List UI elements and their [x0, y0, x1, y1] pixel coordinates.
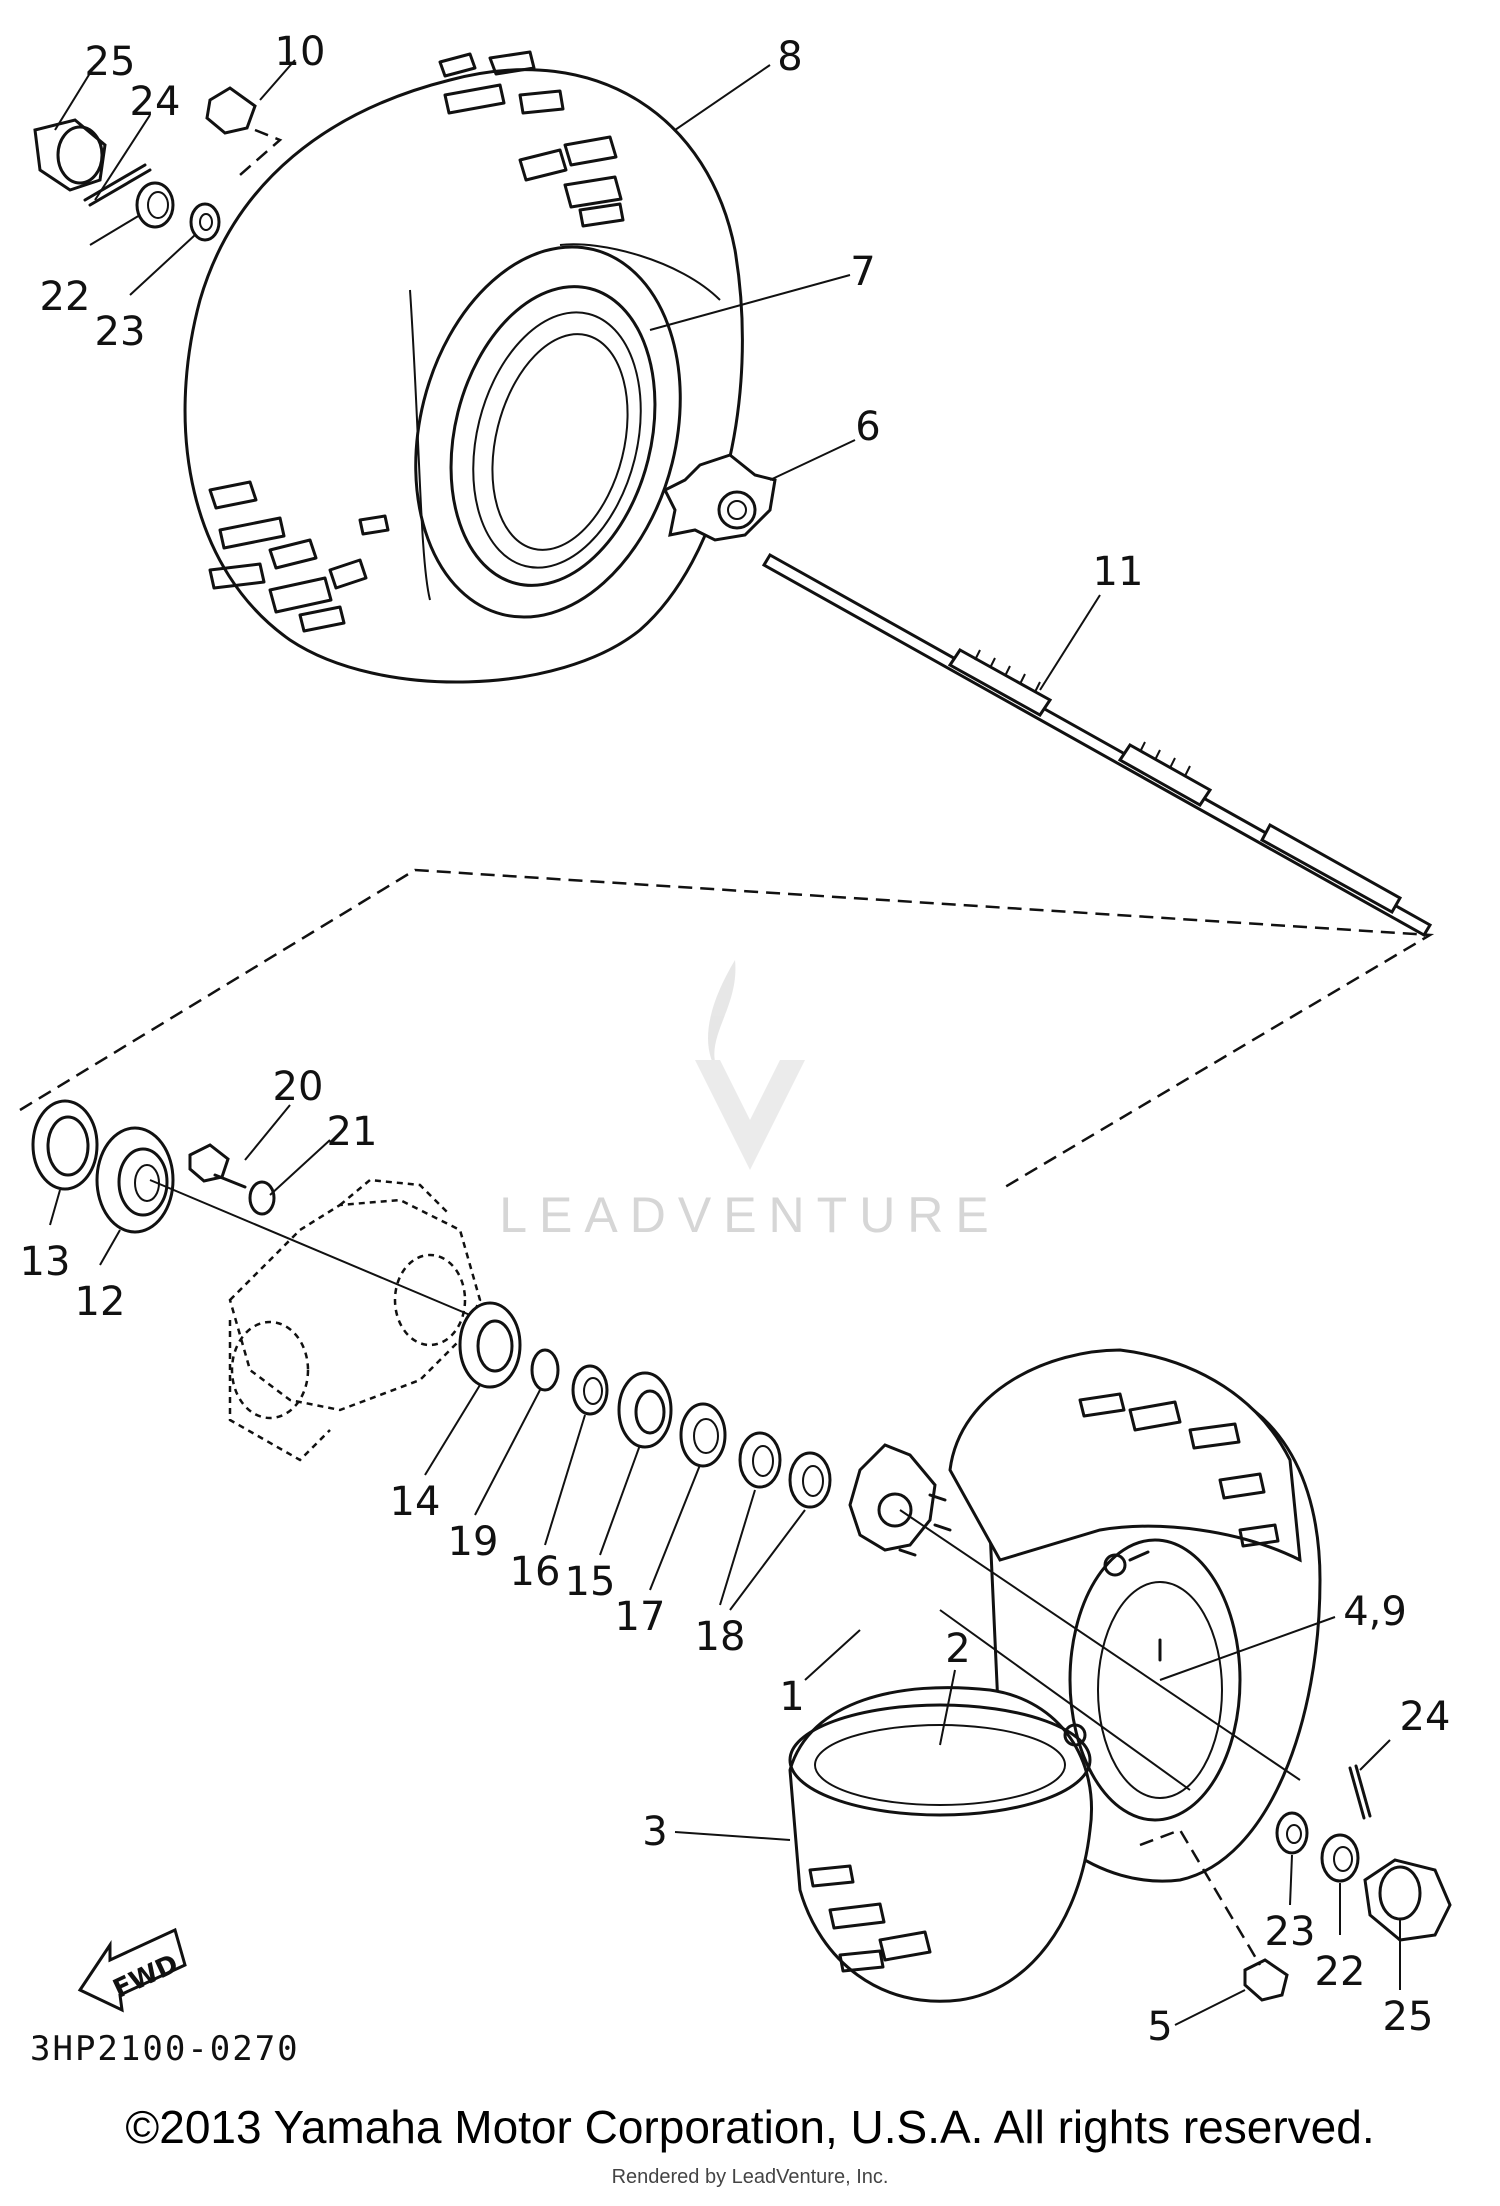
tread-pattern-upper — [208, 50, 625, 633]
hub-1 — [848, 1443, 952, 1557]
callout-7: 7 — [850, 249, 875, 295]
axle-11 — [761, 552, 1433, 938]
callout-17: 17 — [615, 1594, 666, 1640]
leader-lines — [49, 59, 1401, 2026]
tire-upper-8 — [183, 50, 744, 684]
axle-housing-phantom — [228, 1178, 482, 1462]
callout-15: 15 — [565, 1559, 616, 1605]
callout-11: 11 — [1093, 549, 1144, 595]
nut-22-lower — [1320, 1833, 1360, 1883]
washer-21 — [248, 1180, 276, 1216]
bolt-10 — [205, 86, 257, 135]
cotter-pin-24-upper — [83, 163, 152, 207]
callout-1: 1 — [779, 1674, 804, 1720]
callout-8: 8 — [777, 34, 802, 80]
callout-19: 19 — [448, 1519, 499, 1565]
bolt-20 — [188, 1143, 247, 1189]
callout-20: 20 — [273, 1064, 324, 1110]
collars-18 — [738, 1431, 832, 1509]
axis-line-wheel-2 — [939, 1609, 1191, 1791]
callout-24-upper: 24 — [130, 79, 181, 125]
callout-6: 6 — [855, 404, 880, 450]
leadventure-watermark-logo — [695, 960, 805, 1170]
spacer-16 — [571, 1364, 609, 1416]
axis-line-wheel — [899, 1509, 1301, 1781]
callout-23-upper: 23 — [95, 309, 146, 355]
callout-5: 5 — [1147, 2004, 1172, 2050]
rendered-by-credit: Rendered by LeadVenture, Inc. — [611, 2166, 889, 2188]
copyright-notice: ©2013 Yamaha Motor Corporation, U.S.A. A… — [125, 2101, 1375, 2153]
washer-23-upper — [189, 202, 221, 242]
washer-23-lower — [1275, 1811, 1309, 1855]
o-ring-19 — [530, 1348, 560, 1392]
callout-2: 2 — [945, 1626, 970, 1672]
cotter-pin-24-lower — [1348, 1764, 1372, 1820]
bolt-5 — [1243, 1958, 1289, 2002]
callout-16: 16 — [510, 1549, 561, 1595]
axle-nut-25-upper — [33, 118, 107, 192]
callout-21: 21 — [327, 1109, 378, 1155]
wheel-rim-2-and-tire-3 — [788, 1348, 1322, 2003]
hub-6 — [662, 453, 777, 542]
leader-10 — [239, 128, 283, 176]
callout-14: 14 — [390, 1479, 441, 1525]
bearing-14 — [458, 1301, 522, 1389]
callout-24-lower: 24 — [1400, 1694, 1451, 1740]
callout-22-upper: 22 — [40, 274, 91, 320]
fwd-arrow-icon — [77, 1927, 187, 2013]
callout-25-upper: 25 — [85, 39, 136, 85]
callout-labels: 8 7 6 11 10 24 25 22 23 20 21 13 12 14 1… — [20, 29, 1451, 2050]
watermark-text: LEADVENTURE — [499, 1187, 1001, 1243]
callout-23-lower: 23 — [1265, 1909, 1316, 1955]
seal-17 — [679, 1402, 727, 1468]
callout-3: 3 — [642, 1809, 667, 1855]
assembly-envelope — [19, 868, 1435, 1192]
callout-10: 10 — [275, 29, 326, 75]
callout-4-9: 4,9 — [1343, 1589, 1407, 1635]
bearing-12 — [95, 1126, 175, 1234]
bearing-15 — [617, 1371, 673, 1449]
axle-nut-25-lower — [1363, 1858, 1452, 1942]
callout-25-lower: 25 — [1383, 1994, 1434, 2040]
callout-22-lower: 22 — [1315, 1949, 1366, 1995]
nut-22-upper — [135, 181, 175, 229]
callout-13: 13 — [20, 1239, 71, 1285]
diagram-reference-code: 3HP2100-0270 — [30, 2029, 300, 2069]
axis-line-housing — [149, 1179, 471, 1316]
callout-18: 18 — [695, 1614, 746, 1660]
oil-seal-13 — [31, 1099, 99, 1191]
callout-12: 12 — [75, 1279, 126, 1325]
